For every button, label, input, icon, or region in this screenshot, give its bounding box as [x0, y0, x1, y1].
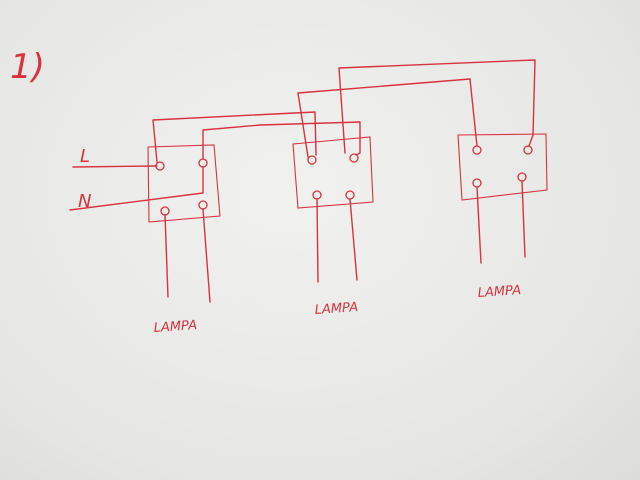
lamp-lead	[476, 186, 482, 264]
lamp-lead	[202, 208, 211, 303]
terminal	[472, 145, 482, 155]
terminal	[349, 153, 359, 163]
lamp-lead	[164, 214, 169, 298]
lamp-lead	[316, 198, 319, 283]
switch-box-1	[147, 144, 221, 223]
switch-box-2	[292, 136, 374, 209]
terminal	[472, 178, 482, 188]
terminal	[198, 200, 208, 210]
line-label: L	[80, 146, 90, 167]
terminal	[517, 172, 527, 182]
lamp-lead	[349, 198, 358, 281]
terminal	[345, 190, 355, 200]
terminal	[198, 158, 208, 168]
step-number: 1)	[10, 47, 45, 87]
terminal	[307, 155, 317, 165]
terminal	[523, 145, 533, 155]
lamp-label-2: LAMPA	[314, 300, 358, 318]
lamp-label-3: LAMPA	[477, 283, 521, 301]
neutral-label: N	[78, 191, 91, 212]
wire-box1-box2-b	[202, 121, 361, 160]
terminal	[312, 190, 322, 200]
wire-box2-box3-a	[297, 78, 478, 158]
wire-box1-box2-a	[152, 111, 317, 163]
wire-box2-box3-b	[338, 59, 536, 154]
lamp-lead	[521, 180, 526, 258]
line-wire	[72, 165, 158, 168]
switch-box-3	[457, 133, 548, 201]
neutral-wire	[69, 166, 204, 211]
lamp-label-1: LAMPA	[153, 318, 197, 336]
terminal	[160, 206, 170, 216]
